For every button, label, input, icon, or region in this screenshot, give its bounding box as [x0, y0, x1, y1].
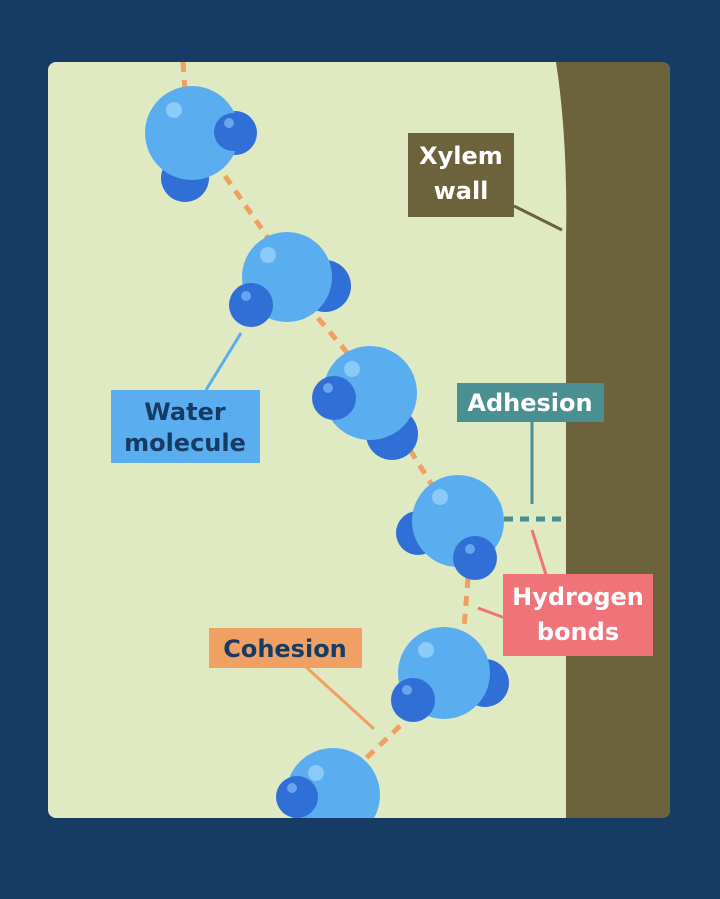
hydrogen-bonds-label: Hydrogen bonds: [503, 574, 653, 656]
water-molecule: [145, 86, 257, 202]
hydrogen-bonds-leader: [530, 529, 549, 579]
water-molecule: [391, 627, 509, 722]
cohesion-label: Cohesion: [209, 628, 362, 668]
water-molecule-label: Water molecule: [111, 390, 260, 463]
adhesion-label: Adhesion: [457, 383, 604, 422]
water-molecule: [312, 346, 418, 460]
xylem-wall-leader: [513, 204, 563, 232]
hydrogen-bonds-leader: [477, 606, 506, 620]
xylem-wall: [556, 62, 670, 818]
water-molecule-label-line2: molecule: [124, 429, 246, 457]
hydrogen-bonds-label-line2: bonds: [537, 618, 619, 646]
cohesion-leader: [304, 665, 376, 731]
water-molecule-label-line1: Water: [144, 398, 226, 426]
xylem-wall-label-line1: Xylem: [419, 142, 503, 170]
water-molecule: [229, 232, 351, 327]
xylem-wall-label: Xylem wall: [408, 133, 514, 217]
water-molecule: [276, 748, 380, 818]
hydrogen-bonds-label-line1: Hydrogen: [512, 583, 644, 611]
xylem-wall-label-line2: wall: [434, 177, 489, 205]
water-molecule-leader: [204, 332, 243, 391]
adhesion-label-text: Adhesion: [467, 389, 592, 417]
cohesion-label-text: Cohesion: [223, 635, 347, 663]
cohesion-chain: [180, 62, 471, 764]
water-molecule: [396, 475, 504, 580]
